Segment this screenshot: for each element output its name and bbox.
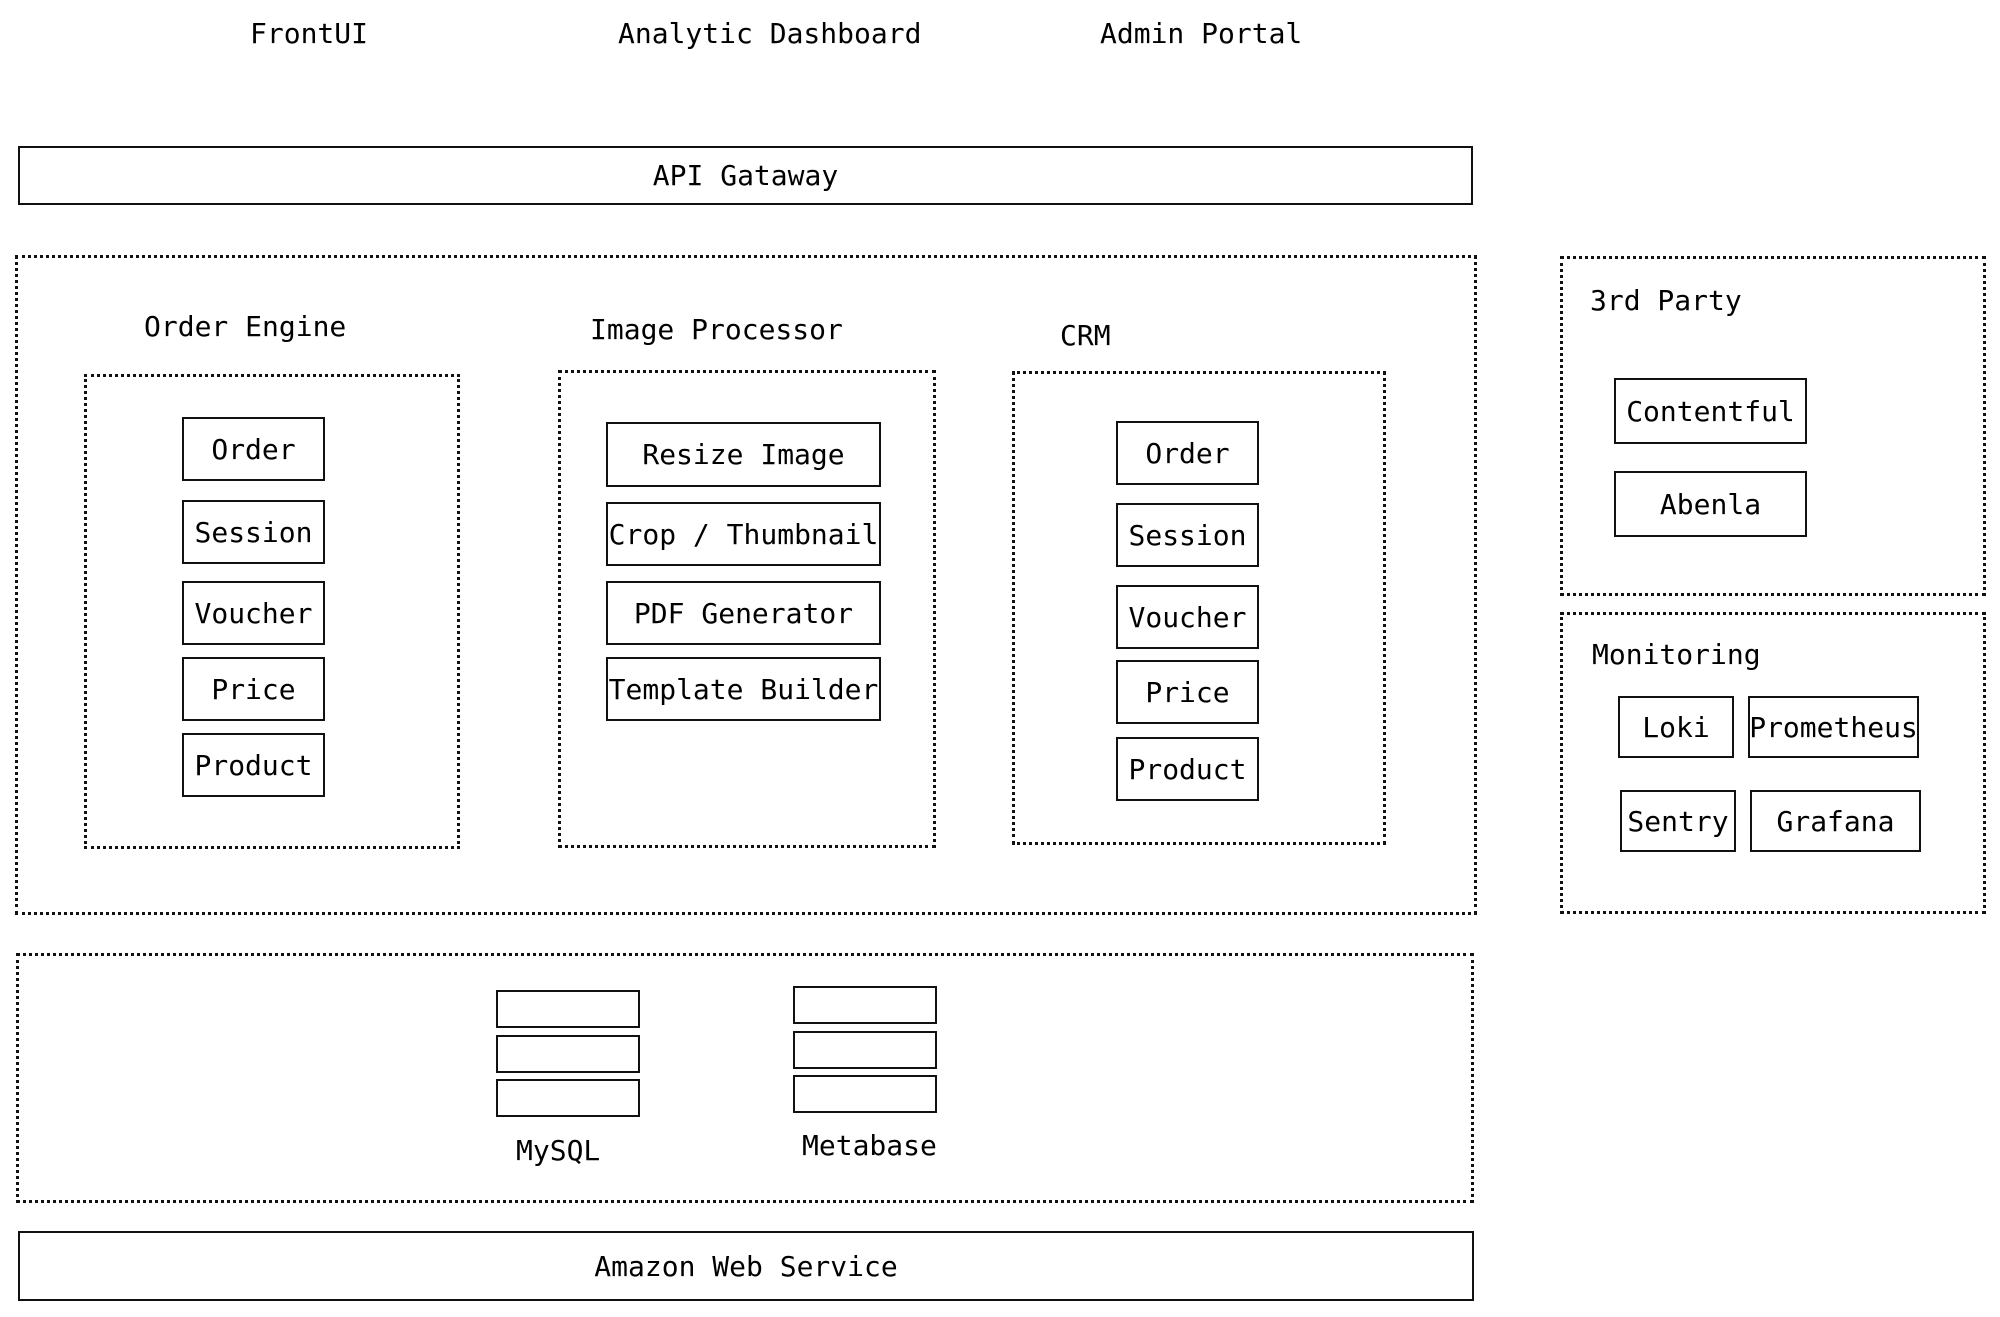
monitoring-item: Prometheus — [1748, 696, 1919, 758]
client-frontui: FrontUI — [250, 17, 369, 50]
monitoring-title: Monitoring — [1592, 638, 1761, 671]
order-engine-item: Order — [182, 417, 325, 481]
order-engine-item: Product — [182, 733, 325, 797]
order-engine-group — [84, 374, 460, 849]
mysql-database-icon — [496, 990, 640, 1028]
services-container — [15, 255, 1477, 915]
client-admin-portal: Admin Portal — [1100, 17, 1303, 50]
mysql-label: MySQL — [516, 1134, 601, 1167]
metabase-label: Metabase — [802, 1129, 937, 1162]
monitoring-item: Sentry — [1620, 790, 1736, 852]
order-engine-title: Order Engine — [144, 310, 347, 343]
image-processor-item: Crop / Thumbnail — [606, 502, 881, 566]
crm-group — [1012, 371, 1386, 845]
aws-box: Amazon Web Service — [18, 1231, 1474, 1301]
third-party-title: 3rd Party — [1590, 284, 1742, 317]
metabase-database-icon — [793, 1031, 937, 1069]
image-processor-item: PDF Generator — [606, 581, 881, 645]
crm-title: CRM — [1060, 319, 1111, 352]
image-processor-group — [558, 370, 936, 848]
monitoring-group — [1560, 612, 1986, 914]
image-processor-item: Template Builder — [606, 657, 881, 721]
crm-item: Session — [1116, 503, 1259, 567]
metabase-database-icon — [793, 1075, 937, 1113]
third-party-item: Contentful — [1614, 378, 1807, 444]
client-analytic-dashboard: Analytic Dashboard — [618, 17, 922, 50]
mysql-database-icon — [496, 1079, 640, 1117]
crm-item: Order — [1116, 421, 1259, 485]
third-party-item: Abenla — [1614, 471, 1807, 537]
crm-item: Product — [1116, 737, 1259, 801]
image-processor-title: Image Processor — [590, 313, 843, 346]
order-engine-item: Session — [182, 500, 325, 564]
monitoring-item: Loki — [1618, 696, 1734, 758]
crm-item: Voucher — [1116, 585, 1259, 649]
crm-item: Price — [1116, 660, 1259, 724]
order-engine-item: Voucher — [182, 581, 325, 645]
order-engine-item: Price — [182, 657, 325, 721]
image-processor-item: Resize Image — [606, 422, 881, 487]
data-layer-group — [16, 953, 1474, 1203]
metabase-database-icon — [793, 986, 937, 1024]
third-party-group — [1560, 256, 1986, 596]
mysql-database-icon — [496, 1035, 640, 1073]
api-gateway-box: API Gataway — [18, 146, 1473, 205]
monitoring-item: Grafana — [1750, 790, 1921, 852]
